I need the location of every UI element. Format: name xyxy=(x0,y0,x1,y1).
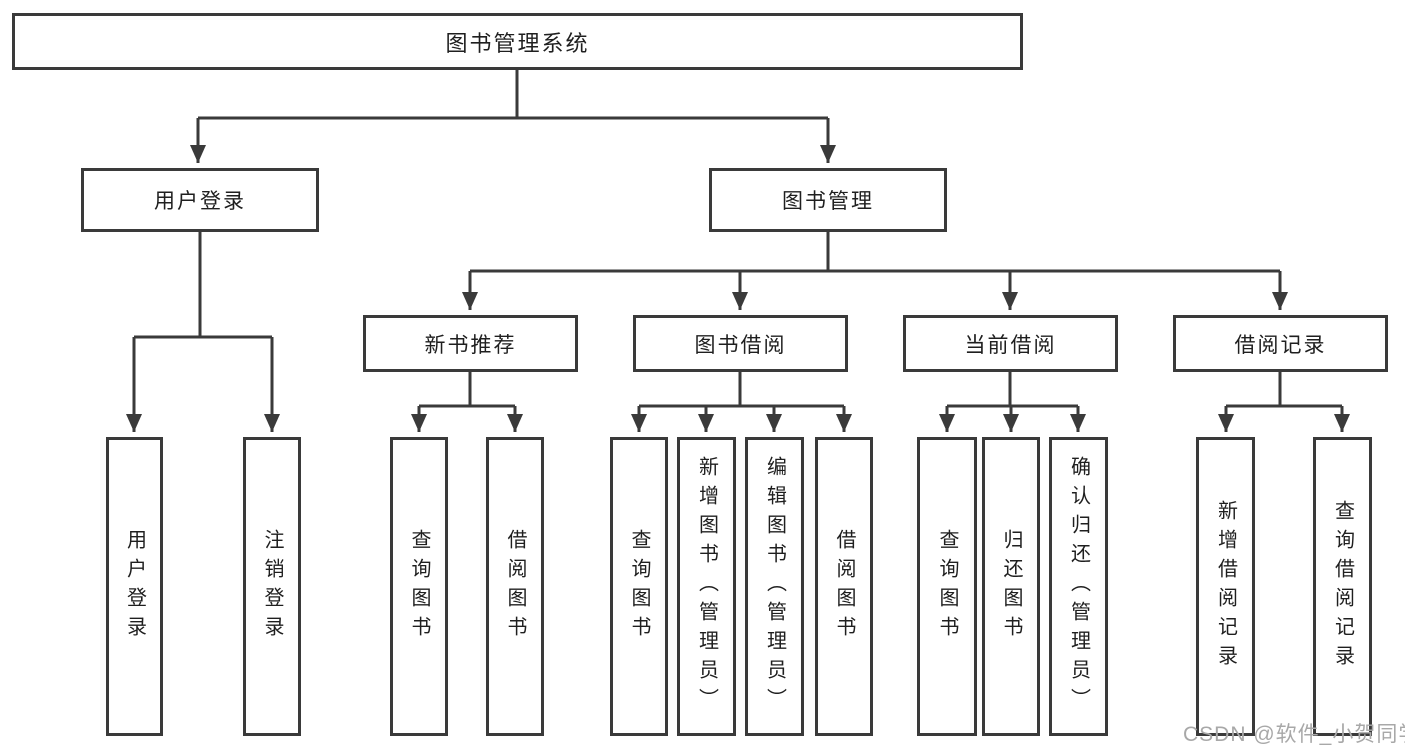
node-user-login: 用户登录 xyxy=(81,168,319,232)
leaf-bb-borrow-books: 借阅图书 xyxy=(815,437,873,736)
node-library-system: 图书管理系统 xyxy=(12,13,1023,70)
leaf-nbr-borrow-books: 借阅图书 xyxy=(486,437,544,736)
leaf-nbr-query-books: 查询图书 xyxy=(390,437,448,736)
node-borrow-records: 借阅记录 xyxy=(1173,315,1388,372)
leaf-cb-query-books: 查询图书 xyxy=(917,437,977,736)
leaf-bb-edit-books-admin: 编辑图书（管理员） xyxy=(745,437,804,736)
leaf-br-add-record: 新增借阅记录 xyxy=(1196,437,1255,736)
leaf-bb-query-books: 查询图书 xyxy=(610,437,668,736)
csdn-watermark: CSDN @软件_小贺同学 xyxy=(1183,723,1405,746)
node-new-book-recommend: 新书推荐 xyxy=(363,315,578,372)
leaf-cb-confirm-return-admin: 确认归还（管理员） xyxy=(1049,437,1108,736)
leaf-cb-return-books: 归还图书 xyxy=(982,437,1040,736)
node-current-borrowing: 当前借阅 xyxy=(903,315,1118,372)
leaf-bb-add-books-admin: 新增图书（管理员） xyxy=(677,437,736,736)
leaf-user-login: 用户登录 xyxy=(106,437,163,736)
leaf-logout: 注销登录 xyxy=(243,437,301,736)
node-book-management: 图书管理 xyxy=(709,168,947,232)
leaf-br-query-record: 查询借阅记录 xyxy=(1313,437,1372,736)
node-book-borrowing: 图书借阅 xyxy=(633,315,848,372)
